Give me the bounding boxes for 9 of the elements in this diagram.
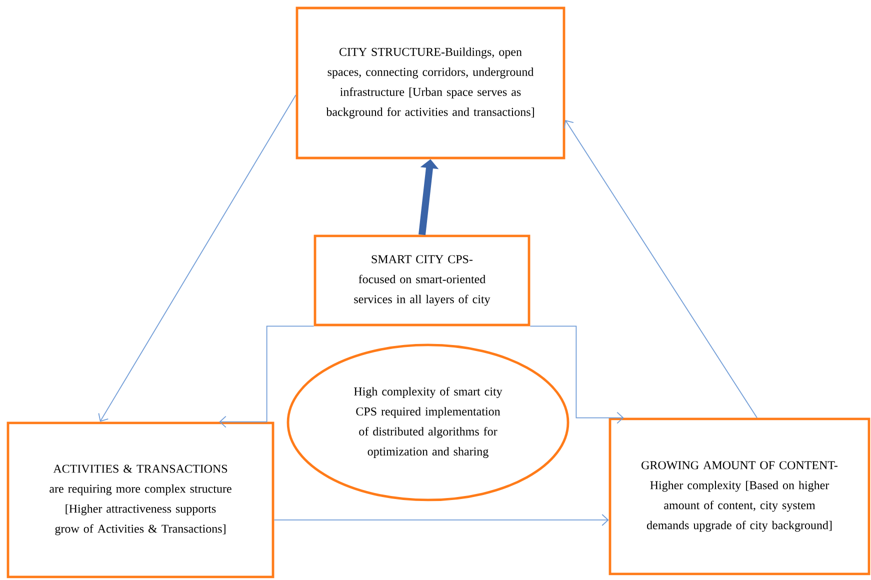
arrow <box>274 514 609 526</box>
process-box: SMART CITY CPS- focused on smart-oriented services in all layers of city <box>314 234 530 326</box>
arrow <box>219 326 314 428</box>
arrow <box>98 94 296 422</box>
process-box: ACTIVITIES & TRANSACTIONS are requiring more complex structure [Higher attractiveness supports grow of Activities & Transactions] <box>6 422 274 578</box>
process-box: GROWING AMOUNT OF CONTENT-Higher complexity [Based on higher amount of content, city system demands upgrade of city background] <box>608 418 870 576</box>
arrow <box>530 326 624 424</box>
arrow <box>564 120 758 418</box>
process-box: CITY STRUCTURE-Buildings, open spaces, connecting corridors, underground infrastructure [Urban space serves as background for activities and transactions] <box>296 6 566 160</box>
